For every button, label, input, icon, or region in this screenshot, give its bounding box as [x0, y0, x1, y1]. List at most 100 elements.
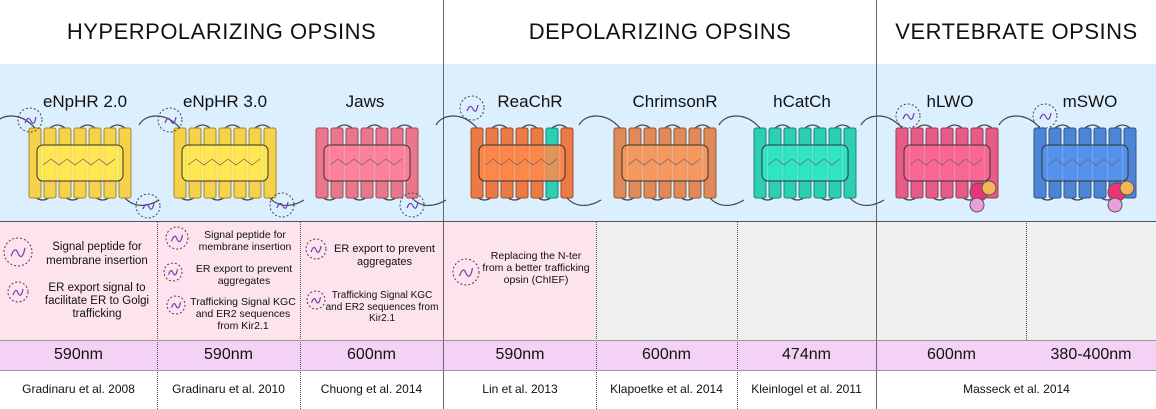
feature-cell-enphr2: [0, 221, 157, 340]
feature-cell-chrimsonr: [596, 221, 737, 340]
feature-er-export: ER export to prevent aggregates: [334, 243, 435, 268]
feature-nter-replacement: Replacing the N-ter from a better traffi…: [482, 250, 590, 286]
loop: [1114, 124, 1131, 129]
feature-cell-reachr: [444, 221, 596, 340]
feature-trafficking: Trafficking Signal KGC and ER2 sequences…: [190, 296, 296, 332]
feature-cell-hlwo: [877, 221, 1026, 340]
opsin-glyph: [138, 107, 305, 218]
n-terminus: [138, 115, 181, 129]
signal-squiggle: [276, 201, 289, 209]
loop: [1084, 124, 1101, 129]
loop: [804, 124, 821, 129]
citation: Kleinlogel et al. 2011: [751, 382, 862, 396]
n-terminus: [0, 115, 36, 129]
c-terminus: [849, 197, 885, 206]
feature-signal-peptide: Signal peptide for membrane insertion: [198, 229, 292, 253]
column-divider: [1026, 221, 1027, 340]
citation: Gradinaru et al. 2008: [22, 382, 135, 396]
feature-cell-mswo: [1026, 221, 1156, 340]
c-terminus: [709, 197, 745, 206]
citation: Lin et al. 2013: [482, 382, 558, 396]
wavelength: 590nm: [54, 346, 103, 363]
signal-squiggle: [164, 116, 177, 124]
wavelength: 474nm: [782, 346, 831, 363]
opsin-name: ChrimsonR: [632, 92, 718, 111]
retinal-box: [478, 144, 566, 182]
signal-circle: [157, 107, 183, 133]
column-divider: [157, 221, 158, 409]
retinal-chain: [187, 158, 261, 166]
loop: [551, 124, 568, 129]
opsin-glyph: [578, 115, 745, 206]
loop: [254, 124, 271, 129]
c-terminus: [124, 197, 160, 206]
loop: [224, 124, 241, 129]
n-terminus: [718, 115, 761, 129]
retinal-box: [621, 144, 709, 182]
opsin-glyph: [435, 95, 602, 206]
signal-squiggle-icon: [170, 302, 182, 309]
section-divider: [876, 0, 877, 409]
signal-circle: [399, 192, 425, 218]
retinal-chain: [767, 158, 841, 166]
signal-squiggle: [466, 104, 479, 112]
column-divider: [596, 221, 597, 409]
retinal-box: [36, 144, 124, 182]
row-divider: [0, 340, 1156, 341]
retinal-box: [761, 144, 849, 182]
header-depolarizing: DEPOLARIZING OPSINS: [444, 0, 876, 64]
signal-squiggle: [24, 116, 37, 124]
signal-squiggle-icon: [10, 247, 26, 258]
opsin-glyph: [315, 124, 447, 218]
opsin-name: hLWO: [926, 92, 974, 111]
g-protein-dot: [1107, 197, 1123, 213]
loop: [109, 124, 126, 129]
wavelength: 600nm: [642, 346, 691, 363]
signal-squiggle-icon: [167, 269, 179, 276]
opsin-name: Jaws: [345, 92, 385, 111]
loop: [396, 124, 413, 129]
signal-circle: [17, 107, 43, 133]
section-divider: [443, 0, 444, 409]
loop: [976, 124, 993, 129]
opsin-diagrams: [0, 95, 1137, 219]
retinal-chain: [1047, 158, 1121, 166]
signal-circle: [1032, 103, 1058, 129]
header-vertebrate: VERTEBRATE OPSINS: [877, 0, 1156, 64]
c-terminus: [269, 197, 305, 206]
opsin-name: eNpHR 2.0: [42, 92, 128, 111]
retinal-chain: [329, 158, 403, 166]
signal-squiggle: [902, 112, 915, 120]
signal-squiggle-icon: [12, 288, 24, 296]
loop: [49, 124, 66, 129]
opsin-name: eNpHR 3.0: [182, 92, 268, 111]
loop: [491, 124, 508, 129]
g-protein-dot: [1119, 180, 1135, 196]
retinal-box: [181, 144, 269, 182]
wavelength-row: [0, 340, 1156, 370]
g-protein-dot: [981, 180, 997, 196]
loop: [79, 124, 96, 129]
citation: Gradinaru et al. 2010: [172, 382, 285, 396]
opsin-name: mSWO: [1062, 92, 1118, 111]
citation: Klapoetke et al. 2014: [610, 382, 723, 396]
c-terminus: [411, 197, 447, 206]
signal-circle-icon: [305, 238, 327, 260]
citation: Masseck et al. 2014: [963, 382, 1070, 396]
feature-er-export: ER export signal to facilitate ER to Gol…: [44, 282, 150, 320]
feature-trafficking: Trafficking Signal KGC and ER2 sequences…: [325, 290, 439, 324]
retinal-box: [903, 144, 991, 182]
signal-circle-icon: [3, 237, 33, 267]
opsin-glyph: [0, 107, 161, 219]
signal-squiggle: [1039, 112, 1052, 120]
wavelength: 600nm: [927, 346, 976, 363]
opsin-name: hCatCh: [773, 92, 831, 111]
loop: [774, 124, 791, 129]
g-protein-dot: [969, 197, 985, 213]
signal-circle: [135, 193, 161, 219]
retinal-chain: [42, 158, 116, 166]
loop: [634, 124, 651, 129]
n-terminus: [435, 115, 478, 129]
signal-squiggle-icon: [310, 297, 322, 304]
loop: [366, 124, 383, 129]
